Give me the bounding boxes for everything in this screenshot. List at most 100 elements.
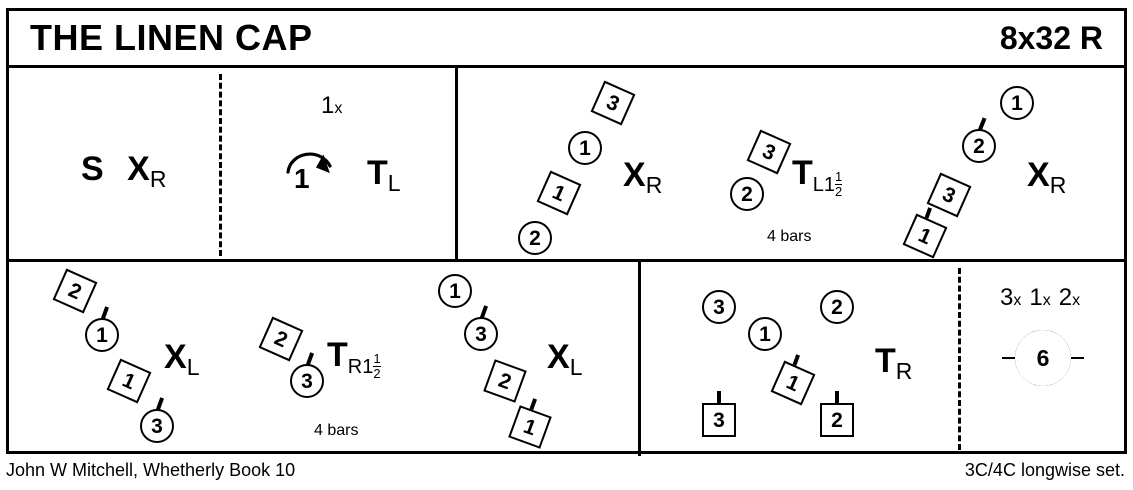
dancer-number: 2 [529, 226, 541, 250]
dancer-token-circle-3: 3 [702, 290, 736, 324]
row1-cell2-reps-x: x [334, 100, 343, 117]
row1-cell2-turn-count: 1 [294, 163, 310, 194]
dancer-token-circle-2: 2 [820, 290, 854, 324]
dancer-shape [85, 318, 119, 352]
dancer-token-square-1: 1 [106, 358, 152, 404]
row1-cell2-reps: 1 [321, 92, 335, 119]
dancer-number: 2 [64, 278, 86, 304]
dancer-shape [730, 177, 764, 211]
row1-cell2-figure: T [367, 154, 388, 192]
row2-cell1-figure-a-sub: L [186, 354, 200, 380]
dancer-token-circle-1: 1 [568, 131, 602, 165]
row1-cell3-figure-b-sub: L1 [812, 174, 836, 196]
row1-cell3-figure-c: X [1027, 156, 1050, 194]
dancer-number: 1 [1011, 91, 1023, 115]
dancer-number: 1 [782, 370, 804, 396]
row1-dashed-divider [219, 74, 222, 256]
dancer-token-circle-3: 3 [140, 397, 174, 443]
dancer-token-square-1: 1 [770, 354, 816, 406]
dancer-token-square-1: 1 [902, 207, 948, 259]
dancer-number: 3 [713, 408, 725, 432]
dancer-number: 3 [301, 369, 313, 393]
row2-cell1-figure-a: X [164, 338, 187, 376]
dancer-facing-tail [835, 391, 839, 406]
turn-arrow-icon [284, 138, 340, 182]
dancer-number: 1 [118, 368, 140, 394]
row1-solid-divider [455, 68, 458, 259]
dancer-token-square-3: 3 [702, 391, 736, 437]
dancer-shape [820, 290, 854, 324]
row2-cell1-bars-b: 4 bars [314, 422, 359, 439]
dancer-token-square-2: 2 [483, 359, 527, 403]
row2-cell2-figure: T [875, 342, 896, 380]
row2-cell1-figure-c-sub: L [569, 354, 583, 380]
dance-meta: 8x32 R [999, 20, 1103, 56]
row1-cell3-figure-c-sub: R [1049, 172, 1067, 198]
row2-cell2-figure-sub: R [895, 358, 913, 384]
dancer-number: 2 [270, 326, 292, 352]
dancer-token-circle-1: 1 [438, 274, 472, 308]
dancer-number: 1 [548, 180, 570, 206]
dancer-token-square-2: 2 [258, 316, 304, 362]
dancer-shape [702, 290, 736, 324]
dancer-number: 1 [759, 322, 771, 346]
dancer-shape [438, 274, 472, 308]
final-order-2: 1 [1029, 284, 1043, 311]
dancer-shape [702, 403, 736, 437]
dancer-number: 3 [938, 182, 960, 208]
dancer-token-square-3: 3 [926, 172, 972, 218]
dancer-token-circle-2: 2 [518, 221, 552, 255]
dancer-shape [140, 409, 174, 443]
row1-cell2-figure-sub: L [387, 170, 401, 196]
row1-cell3-figure-a-sub: R [645, 172, 663, 198]
row1-cell1-figure: X [127, 150, 150, 188]
dancer-token-circle-2: 2 [962, 117, 996, 163]
row2-solid-divider [638, 262, 641, 456]
row1-cell-turn-left: 1x 1 TL [219, 68, 455, 259]
row1-cell1-figure-sub: R [149, 166, 167, 192]
row2-cell1-figure-b-sub: R1 [347, 356, 374, 378]
chord-bar-count: 6 [1015, 330, 1071, 386]
dancer-number: 1 [520, 414, 540, 440]
dancer-number: 1 [449, 279, 461, 303]
dancer-number: 3 [602, 90, 624, 116]
dancer-token-circle-1: 1 [748, 317, 782, 351]
dancer-shape [464, 317, 498, 351]
dancer-number: 1 [579, 136, 591, 160]
chord-bars-icon: 6 [1002, 330, 1084, 386]
sheet-frame [6, 8, 1127, 454]
row2-cell1-figure-b: T [327, 336, 348, 374]
dancer-shape [748, 317, 782, 351]
dancer-token-square-2: 2 [52, 268, 98, 314]
title-bar: THE LINEN CAP 8x32 R [6, 8, 1127, 68]
dancer-number: 1 [96, 323, 108, 347]
dancer-token-circle-2: 2 [730, 177, 764, 211]
dancer-number: 2 [831, 408, 843, 432]
dancer-number: 2 [495, 368, 515, 394]
dancer-number: 2 [741, 182, 753, 206]
row1-cell3-bars-b: 4 bars [767, 228, 812, 245]
dancer-shape [518, 221, 552, 255]
dancer-token-square-3: 3 [746, 129, 792, 175]
dancer-number: 3 [475, 322, 487, 346]
dancer-shape [820, 403, 854, 437]
dancer-number: 3 [151, 414, 163, 438]
dancer-shape [568, 131, 602, 165]
dancer-facing-tail [717, 391, 721, 406]
dancer-shape [290, 364, 324, 398]
dancer-token-circle-1: 1 [1000, 86, 1034, 120]
footer-author: John W Mitchell, Whetherly Book 10 [6, 460, 296, 480]
dancer-token-circle-3: 3 [290, 352, 324, 398]
dancer-number: 2 [831, 295, 843, 319]
dancer-token-square-1: 1 [536, 170, 582, 216]
final-order-1: 3 [1000, 284, 1014, 311]
dancer-token-square-1: 1 [508, 398, 552, 449]
dancer-token-circle-1: 1 [85, 306, 119, 352]
row1-cell3-figure-a: X [623, 156, 646, 194]
